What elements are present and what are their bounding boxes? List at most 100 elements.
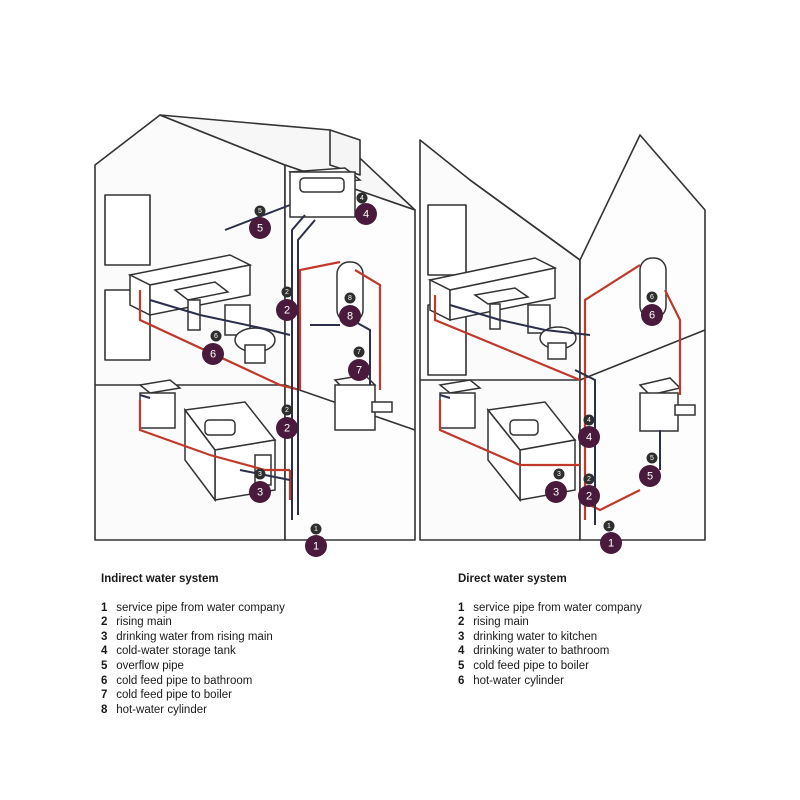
indirect-legend: Indirect water system 1 service pipe fro… [101,572,285,717]
indirect-badge-8: 8 [339,305,361,327]
badge-circle [353,346,365,358]
indirect-badge-4: 4 [355,203,377,225]
badge-number: 1 [314,526,318,533]
indirect-legend-item: 4 cold-water storage tank [101,644,285,659]
badge-number: 1 [313,541,319,553]
direct-badge-1: 1 [600,532,622,554]
badge-number: 7 [357,349,361,356]
legend-item-text: rising main [470,616,529,629]
badge-number: 6 [214,333,218,340]
legend-item-text: cold-water storage tank [113,645,236,658]
badge-number: 6 [210,349,216,361]
badge-number: 2 [586,491,592,503]
legend-item-text: hot-water cylinder [113,703,207,716]
legend-item-number: 4 [458,645,465,658]
direct-boiler [638,377,696,432]
badge-number: 4 [363,209,369,221]
badge-number: 5 [647,471,653,483]
badge-circle [310,523,322,535]
badge-number: 8 [348,295,352,302]
indirect-legend-item: 8 hot-water cylinder [101,703,285,718]
kitchen-unit [138,379,277,503]
direct-legend-title: Direct water system [458,573,567,585]
badge-number: 2 [587,476,591,483]
badge-circle [583,473,595,485]
badge-number: 3 [557,471,561,478]
direct-badge-1-marker: 1 [603,520,615,532]
direct-legend-item: 2 rising main [458,615,642,630]
badge-circle [545,481,567,503]
direct-legend-item: 5 cold feed pipe to boiler [458,659,642,674]
indirect-legend-item: 5 overflow pipe [101,659,285,674]
badge-circle [583,414,595,426]
badge-number: 3 [258,471,262,478]
badge-number: 4 [586,432,592,444]
legend-item-number: 3 [458,630,465,643]
indirect-badge-2: 2 [276,417,298,439]
badge-number: 1 [608,538,614,550]
legend-item-number: 5 [101,659,108,672]
badge-number: 2 [284,305,290,317]
direct-legend-item: 3 drinking water to kitchen [458,630,642,645]
badge-circle [646,452,658,464]
direct-legend-item: 6 hot-water cylinder [458,674,642,689]
badge-circle [210,330,222,342]
indirect-badge-5: 5 [249,217,271,239]
indirect-badge-6-marker: 6 [210,330,222,342]
badge-circle [202,343,224,365]
basin [173,281,230,331]
badge-circle [553,468,565,480]
direct-badge-6: 6 [641,304,663,326]
legend-item-text: cold feed pipe to boiler [113,689,232,702]
badge-number: 1 [607,523,611,530]
badge-number: 2 [285,289,289,296]
indirect-badge-7-marker: 7 [353,346,365,358]
badge-circle [254,205,266,217]
direct-legend: Direct water system 1 service pipe from … [458,572,642,688]
direct-badge-4-marker: 4 [583,414,595,426]
indirect-cold-pipes [139,204,371,520]
legend-item-text: cold feed pipe to bathroom [113,674,253,687]
direct-badge-6-marker: 6 [646,291,658,303]
legend-item-number: 1 [458,601,465,614]
badge-number: 7 [356,365,362,377]
legend-item-number: 4 [101,645,108,658]
badge-number: 8 [347,311,353,323]
legend-item-text: drinking water to kitchen [470,630,598,643]
badge-circle [348,359,370,381]
direct-badge-5-marker: 5 [646,452,658,464]
legend-item-number: 8 [101,703,108,716]
legend-item-number: 2 [101,616,108,629]
direct-badge-2: 2 [578,485,600,507]
indirect-badge-1: 1 [305,535,327,557]
badge-circle [578,426,600,448]
legend-item-text: overflow pipe [113,659,184,672]
legend-item-text: drinking water to bathroom [470,645,610,658]
direct-cold-pipes [439,304,661,525]
indirect-legend-item: 2 rising main [101,615,285,630]
badge-number: 5 [650,455,654,462]
legend-item-number: 5 [458,659,465,672]
legend-item-number: 7 [101,689,108,702]
badge-circle [249,481,271,503]
badge-number: 4 [360,195,364,202]
badge-circle [281,286,293,298]
legend-item-text: hot-water cylinder [470,674,564,687]
indirect-legend-item: 6 cold feed pipe to bathroom [101,674,285,689]
indirect-badge-7: 7 [348,359,370,381]
toilet [224,304,276,364]
badge-number: 3 [257,487,263,499]
direct-badge-3: 3 [545,481,567,503]
indirect-badge-3: 3 [249,481,271,503]
badge-circle [339,305,361,327]
legend-item-number: 6 [101,674,108,687]
indirect-badge-2-marker: 2 [281,286,293,298]
badge-number: 2 [284,423,290,435]
direct-badge-4: 4 [578,426,600,448]
indirect-legend-title: Indirect water system [101,573,219,585]
cold-water-storage-tank [288,167,362,218]
